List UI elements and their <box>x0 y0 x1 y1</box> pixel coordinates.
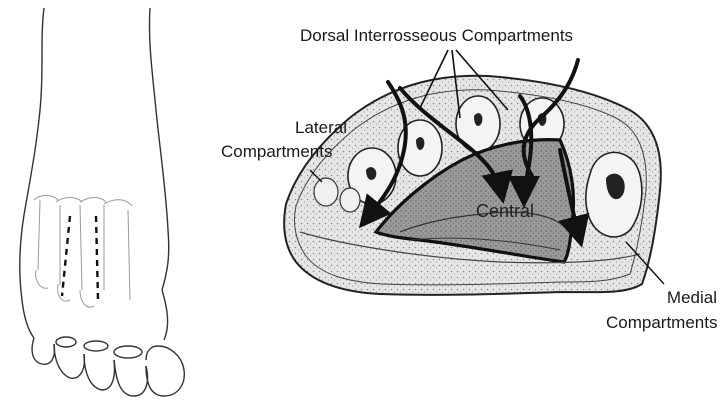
medial-label-line1: Medial <box>630 288 717 308</box>
dorsal-interosseous-label: Dorsal Interrosseous Compartments <box>300 26 573 46</box>
foot-outline <box>20 8 184 396</box>
medial-label-line2: Compartments <box>606 313 717 333</box>
cross-section <box>284 50 664 295</box>
lateral-label-line2: Compartments <box>221 142 332 162</box>
central-label: Central <box>476 201 534 221</box>
lateral-label-line1: Lateral <box>255 118 347 138</box>
